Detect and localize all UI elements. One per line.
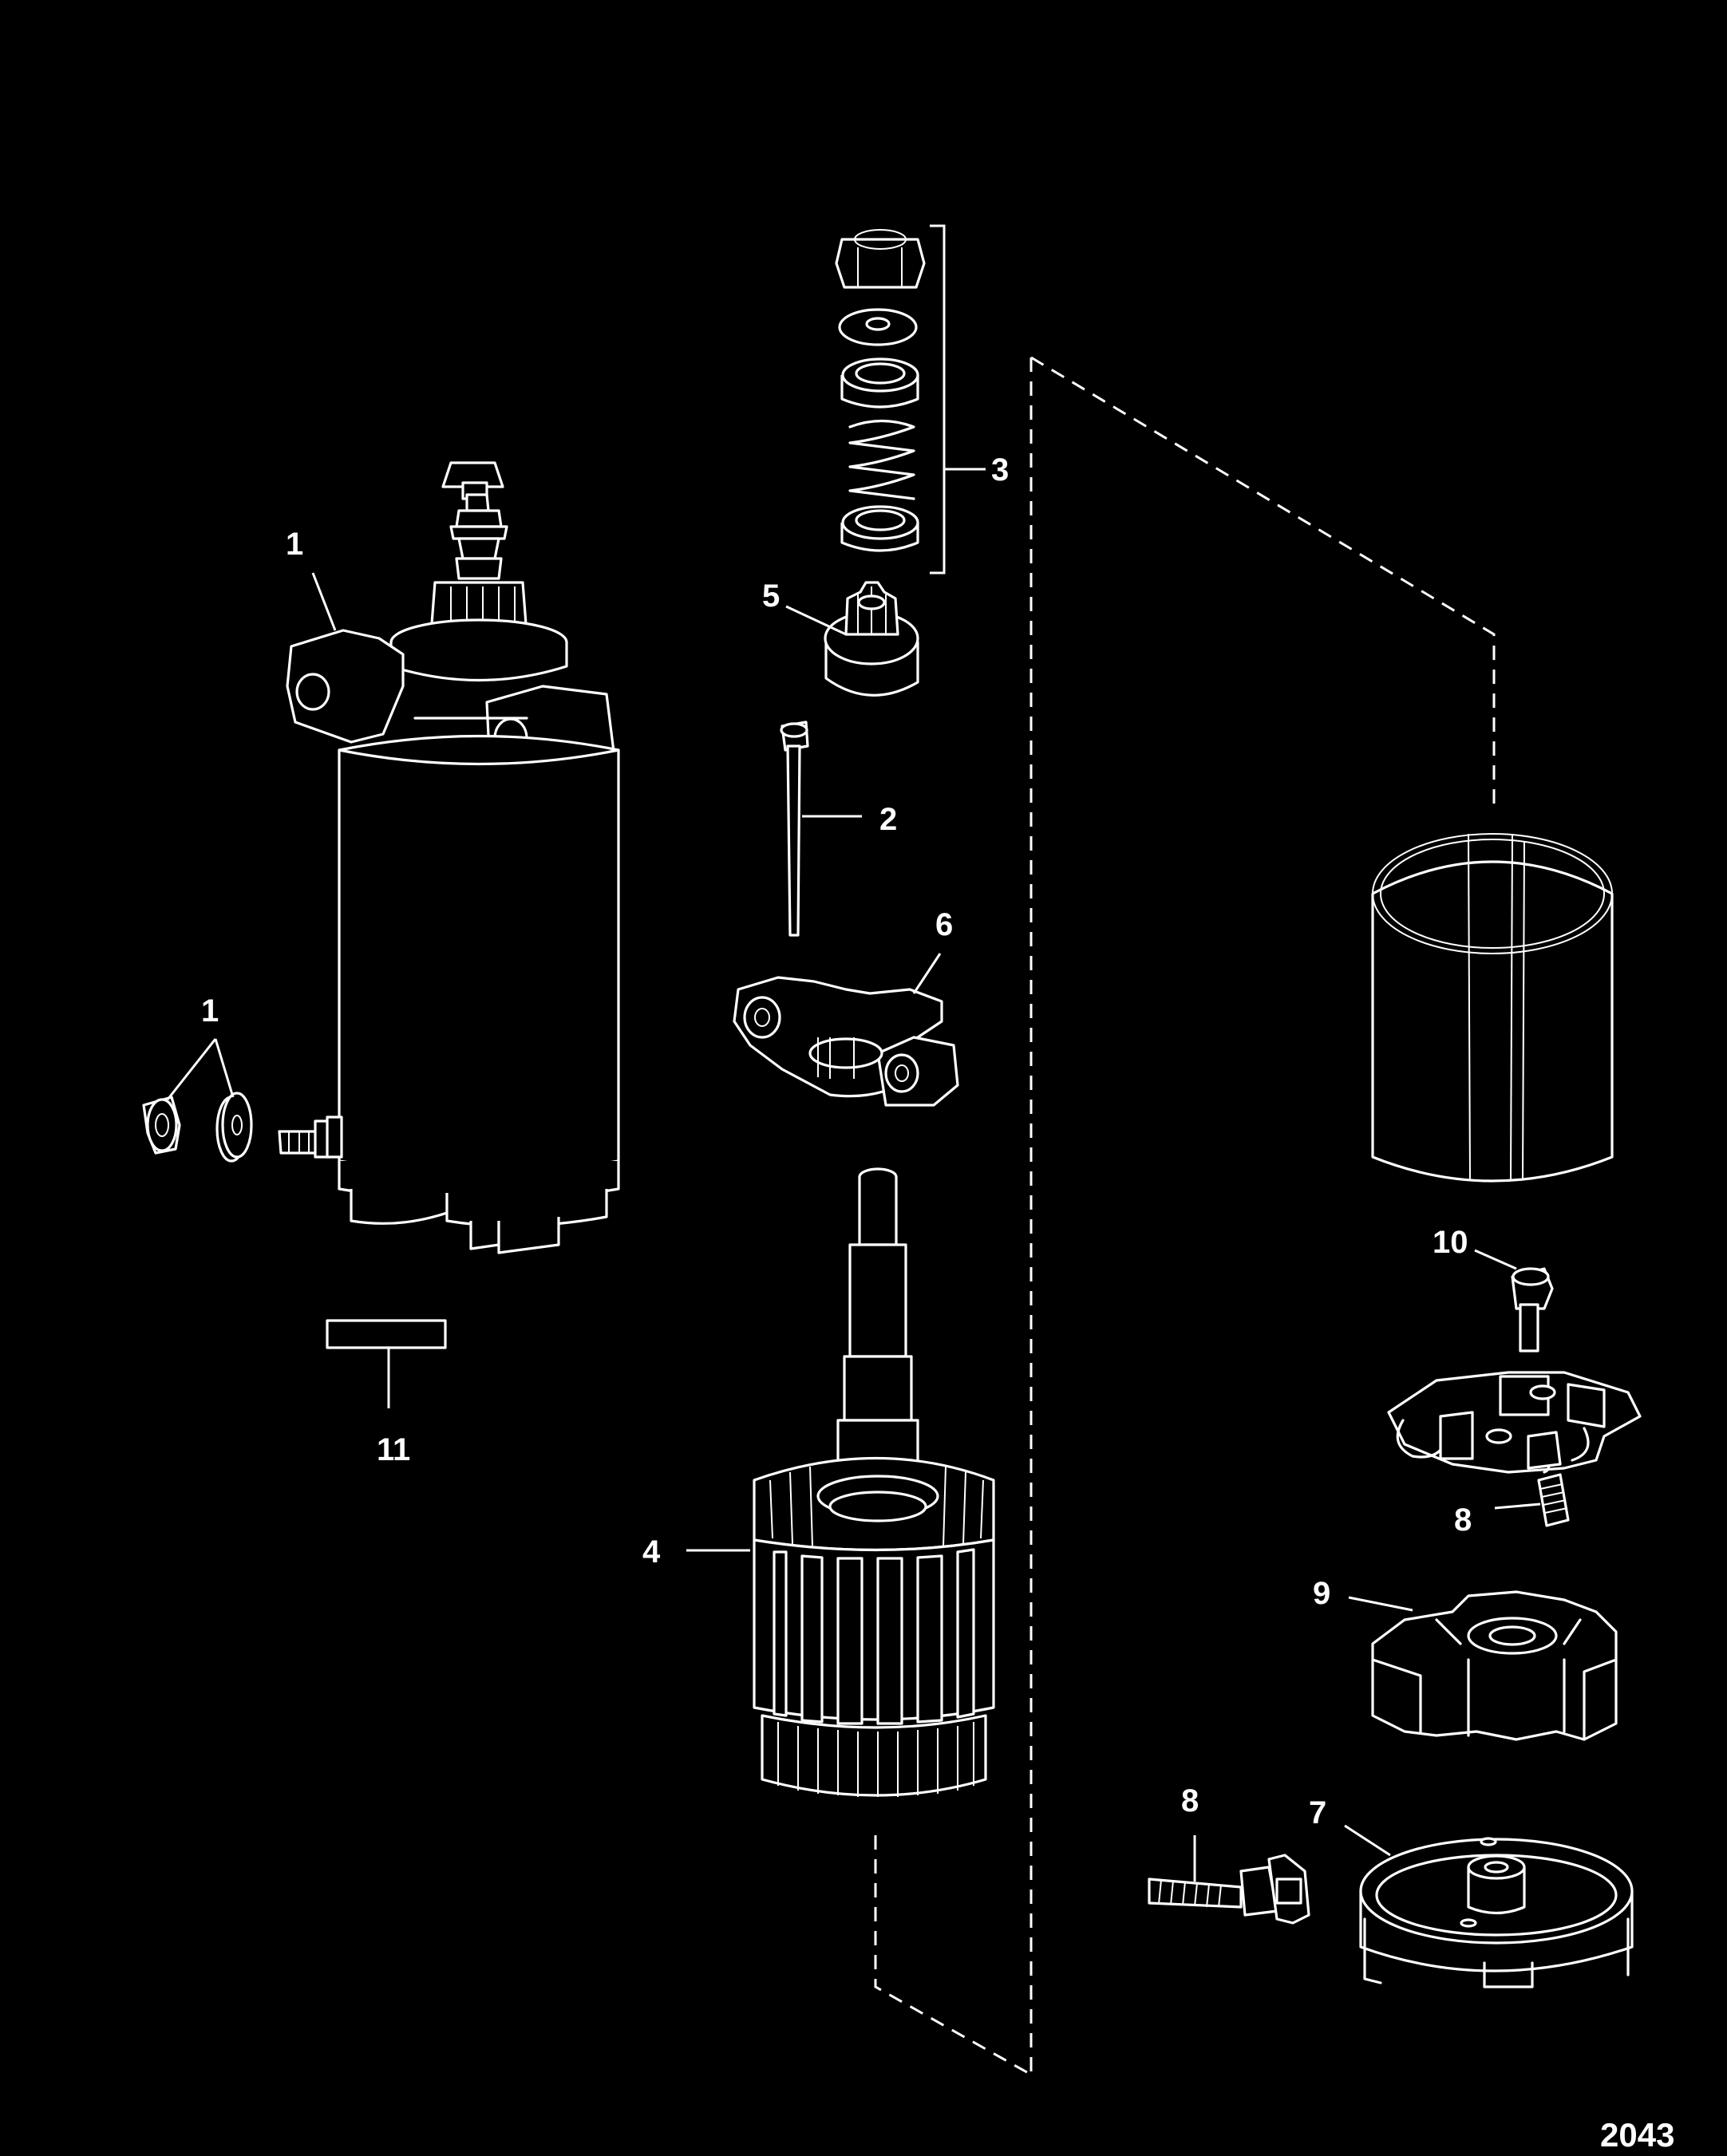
pinion-drive-gear	[824, 581, 919, 697]
terminal-bolt	[1148, 1854, 1310, 1925]
callout-1-motor: 1	[286, 527, 303, 562]
assembly-guide-lines	[874, 356, 1496, 2076]
brush-spring	[1537, 1473, 1570, 1527]
callout-8-upper: 8	[1454, 1502, 1472, 1538]
callout-3: 3	[991, 452, 1009, 488]
through-bolt	[780, 721, 809, 937]
callout-2: 2	[879, 802, 897, 837]
brush-holder-assembly	[1387, 1371, 1642, 1474]
leader-lines	[166, 468, 1541, 1882]
callout-5: 5	[762, 578, 780, 614]
callout-labels: 1 1 2 3 4 5 6 7 8 8 9 10 11	[201, 452, 1472, 1830]
callout-7: 7	[1309, 1795, 1326, 1830]
callout-8-lower: 8	[1181, 1783, 1199, 1818]
callout-6: 6	[935, 907, 953, 942]
commutator-end-cap	[733, 976, 959, 1107]
nut-and-washer	[142, 1092, 253, 1163]
figure-number: 2043	[1600, 2116, 1674, 2154]
callout-4: 4	[642, 1534, 661, 1570]
brush-holder-screw	[1511, 1267, 1554, 1352]
callout-1-nut: 1	[201, 993, 219, 1029]
brush-plate	[1371, 1590, 1618, 1741]
lower-end-cap	[1359, 1837, 1634, 1988]
callout-10: 10	[1433, 1225, 1468, 1260]
pinion-hardware-kit	[835, 224, 946, 575]
callout-11: 11	[377, 1432, 410, 1467]
starter-motor-assembly	[278, 461, 620, 1254]
decal	[326, 1319, 447, 1349]
field-frame-housing	[1371, 833, 1614, 1183]
callout-9: 9	[1313, 1576, 1330, 1611]
armature	[753, 1167, 995, 1797]
